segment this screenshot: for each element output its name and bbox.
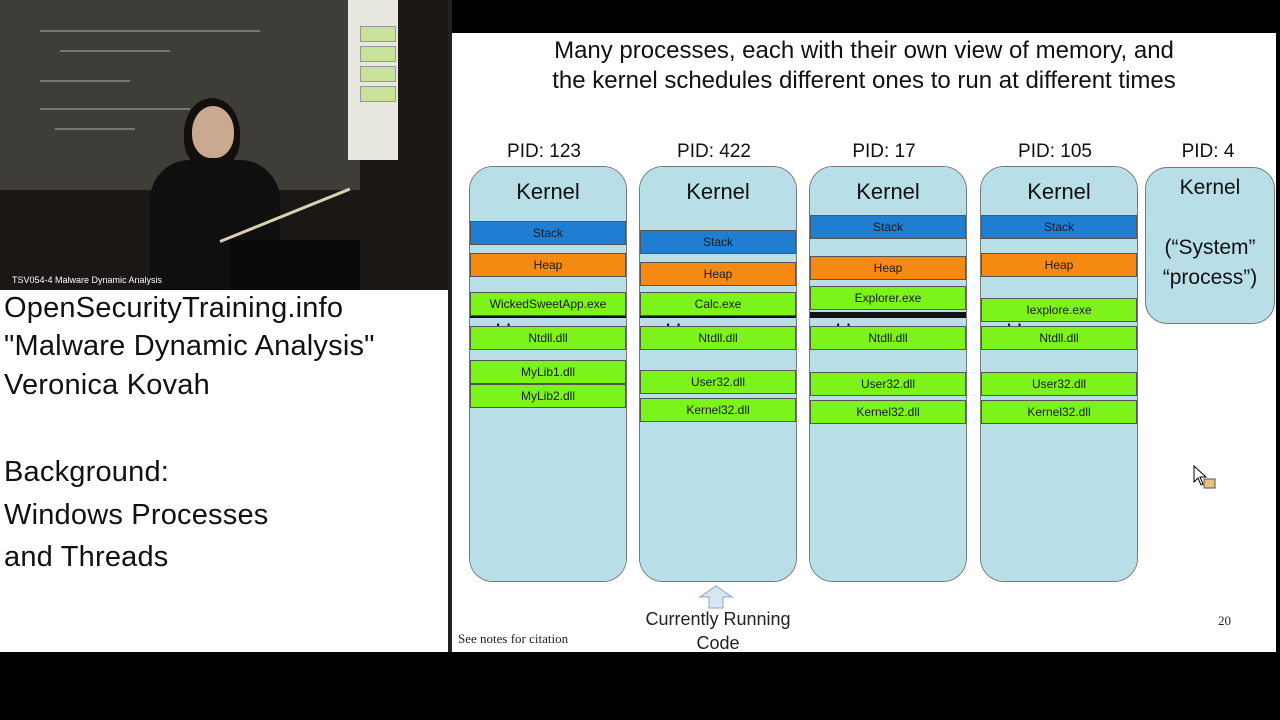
module-block: Ntdll.dll bbox=[640, 326, 796, 350]
module-block: MyLib2.dll bbox=[470, 384, 626, 408]
kernel-label: Kernel bbox=[856, 179, 920, 204]
stack-block: Stack bbox=[470, 221, 626, 245]
module-block: User32.dll bbox=[810, 372, 966, 396]
module-block: Kernel32.dll bbox=[810, 400, 966, 424]
heap-block: Heap bbox=[810, 256, 966, 280]
presenter-video: TSV054-4 Malware Dynamic Analysis bbox=[0, 0, 448, 290]
mouse-cursor-icon bbox=[1193, 465, 1216, 489]
stack-block: Stack bbox=[981, 215, 1137, 239]
stack-block: Stack bbox=[810, 215, 966, 239]
course-info-panel: OpenSecurityTraining.info "Malware Dynam… bbox=[0, 290, 448, 652]
panel-divider bbox=[448, 0, 452, 652]
slide-top-border bbox=[452, 0, 1280, 33]
user-space bbox=[981, 318, 1137, 581]
topic-line-2: Windows Processes bbox=[4, 499, 269, 531]
up-arrow-icon bbox=[698, 585, 734, 609]
running-line-2: Code bbox=[696, 633, 740, 652]
kernel-space bbox=[981, 167, 1137, 312]
slide-title-line-2: the kernel schedules different ones to r… bbox=[552, 67, 1176, 94]
kernel-label: Kernel bbox=[516, 179, 580, 204]
stack-block: Stack bbox=[640, 230, 796, 254]
process-memory-box: KernelUserspaceStackHeapCalc.exeNtdll.dl… bbox=[639, 166, 797, 582]
module-block: Ntdll.dll bbox=[470, 326, 626, 350]
module-block: Ntdll.dll bbox=[810, 326, 966, 350]
user-space bbox=[810, 318, 966, 581]
pid-label: PID: 17 bbox=[852, 141, 916, 162]
module-block: Kernel32.dll bbox=[981, 400, 1137, 424]
pid-label-system: PID: 4 bbox=[1181, 141, 1235, 162]
module-block: Kernel32.dll bbox=[640, 398, 796, 422]
kernel-label: Kernel bbox=[1027, 179, 1091, 204]
heap-block: Heap bbox=[470, 253, 626, 277]
heap-block: Heap bbox=[981, 253, 1137, 277]
module-block: Iexplore.exe bbox=[981, 298, 1137, 322]
course-site: OpenSecurityTraining.info bbox=[4, 292, 344, 324]
system-process-box: Kernel (“System” “process”) bbox=[1145, 167, 1275, 324]
process-memory-box: KernelUserspaceStackHeapWickedSweetApp.e… bbox=[469, 166, 627, 582]
pid-label: PID: 422 bbox=[677, 141, 751, 162]
presentation-slide: Many processes, each with their own view… bbox=[452, 33, 1276, 652]
module-block: User32.dll bbox=[640, 370, 796, 394]
topic-line-1: Background: bbox=[4, 456, 170, 488]
module-block: Calc.exe bbox=[640, 292, 796, 316]
module-block: Ntdll.dll bbox=[981, 326, 1137, 350]
process-memory-box: KernelUserspaceStackHeapExplorer.exeNtdl… bbox=[809, 166, 967, 582]
citation-note: See notes for citation bbox=[458, 631, 569, 646]
module-block: User32.dll bbox=[981, 372, 1137, 396]
system-label-line-1: (“System” bbox=[1164, 236, 1256, 259]
module-block: Explorer.exe bbox=[810, 286, 966, 310]
user-space bbox=[640, 318, 796, 581]
course-name: "Malware Dynamic Analysis" bbox=[4, 330, 375, 362]
kernel-user-boundary bbox=[810, 312, 966, 318]
page-number: 20 bbox=[1218, 613, 1231, 628]
instructor-name: Veronica Kovah bbox=[4, 369, 210, 401]
heap-block: Heap bbox=[640, 262, 796, 286]
running-line-1: Currently Running bbox=[645, 609, 791, 629]
kernel-label: Kernel bbox=[686, 179, 750, 204]
system-label-line-2: “process”) bbox=[1162, 266, 1258, 289]
pid-label: PID: 123 bbox=[507, 141, 581, 162]
module-block: WickedSweetApp.exe bbox=[470, 292, 626, 316]
pid-label: PID: 105 bbox=[1018, 141, 1092, 162]
presenter-face bbox=[192, 106, 234, 158]
user-space bbox=[470, 318, 626, 581]
process-memory-box: KernelUserspaceStackHeapIexplore.exeNtdl… bbox=[980, 166, 1138, 582]
topic-line-3: and Threads bbox=[4, 541, 169, 573]
system-kernel-label: Kernel bbox=[1179, 176, 1241, 199]
projector-screen bbox=[348, 0, 398, 160]
whiteboard bbox=[0, 0, 360, 190]
slide-title-line-1: Many processes, each with their own view… bbox=[554, 37, 1174, 64]
video-caption: TSV054-4 Malware Dynamic Analysis bbox=[12, 275, 163, 285]
currently-running-label: Currently Running Code bbox=[618, 607, 818, 652]
module-block: MyLib1.dll bbox=[470, 360, 626, 384]
podium bbox=[230, 240, 360, 290]
